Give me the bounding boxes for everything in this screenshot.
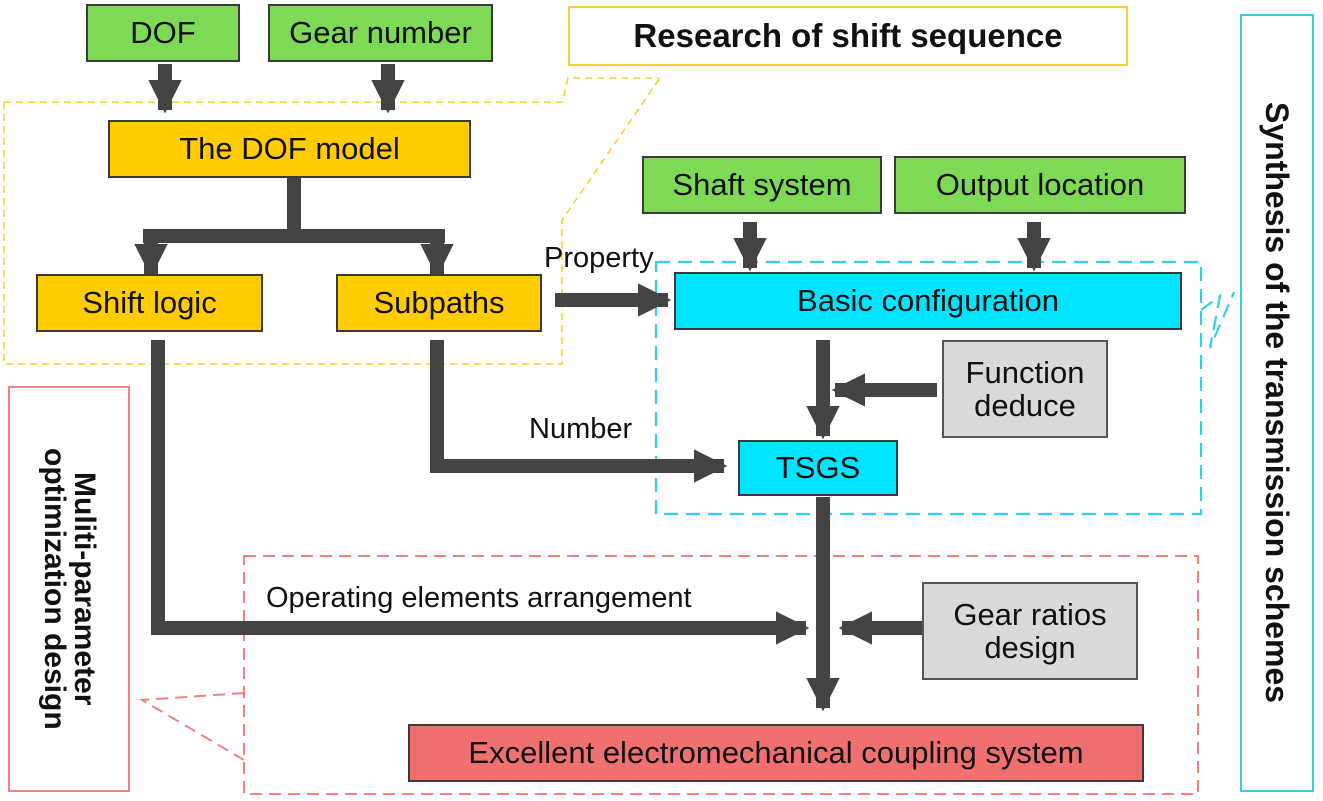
node-basic-configuration-label: Basic configuration bbox=[797, 283, 1059, 319]
group-label-synthesis-text: Synthesis of the transmission schemes bbox=[1259, 102, 1295, 704]
node-shift-logic: Shift logic bbox=[36, 274, 263, 332]
node-gear-number-label: Gear number bbox=[289, 15, 472, 51]
group-outline-optimization bbox=[138, 555, 1199, 795]
node-function-deduce-label: Function deduce bbox=[965, 354, 1085, 423]
node-excellent-system-label: Excellent electromechanical coupling sys… bbox=[468, 735, 1084, 771]
node-gear-ratios-design: Gear ratios design bbox=[922, 582, 1138, 680]
arrow-subpaths-to-tsgs bbox=[430, 340, 728, 483]
node-output-location-label: Output location bbox=[935, 167, 1145, 203]
edge-label-number: Number bbox=[529, 413, 633, 445]
node-subpaths-label: Subpaths bbox=[373, 285, 505, 321]
node-dof-label: DOF bbox=[130, 15, 196, 51]
edge-label-operating: Operating elements arrangement bbox=[266, 582, 692, 614]
node-dof-model: The DOF model bbox=[108, 120, 471, 178]
group-outline-synthesis bbox=[654, 260, 1236, 516]
group-label-shift-sequence-text: Research of shift sequence bbox=[633, 17, 1063, 54]
arrow-shift-logic-to-system bbox=[151, 340, 810, 645]
node-tsgs-label: TSGS bbox=[775, 450, 861, 486]
group-label-shift-sequence: Research of shift sequence bbox=[568, 6, 1128, 66]
node-tsgs: TSGS bbox=[738, 440, 898, 496]
node-dof-model-label: The DOF model bbox=[179, 131, 400, 167]
group-label-synthesis: Synthesis of the transmission schemes bbox=[1240, 14, 1314, 792]
node-gear-number: Gear number bbox=[268, 4, 493, 62]
group-label-optimization: Muliti-parameter optimization design bbox=[8, 386, 130, 792]
node-gear-ratios-design-label: Gear ratios design bbox=[953, 596, 1107, 665]
group-outline-shift-sequence bbox=[3, 77, 661, 365]
node-shaft-system: Shaft system bbox=[642, 156, 882, 214]
node-shaft-system-label: Shaft system bbox=[672, 167, 852, 203]
edge-label-property: Property bbox=[544, 242, 654, 274]
group-label-optimization-text: Muliti-parameter optimization design bbox=[38, 448, 101, 730]
node-function-deduce: Function deduce bbox=[942, 340, 1108, 438]
node-output-location: Output location bbox=[894, 156, 1186, 214]
connectors bbox=[134, 64, 1051, 712]
node-basic-configuration: Basic configuration bbox=[674, 272, 1182, 330]
node-excellent-system: Excellent electromechanical coupling sys… bbox=[408, 724, 1144, 782]
node-shift-logic-label: Shift logic bbox=[82, 285, 217, 321]
node-dof: DOF bbox=[86, 4, 240, 62]
node-subpaths: Subpaths bbox=[336, 274, 542, 332]
